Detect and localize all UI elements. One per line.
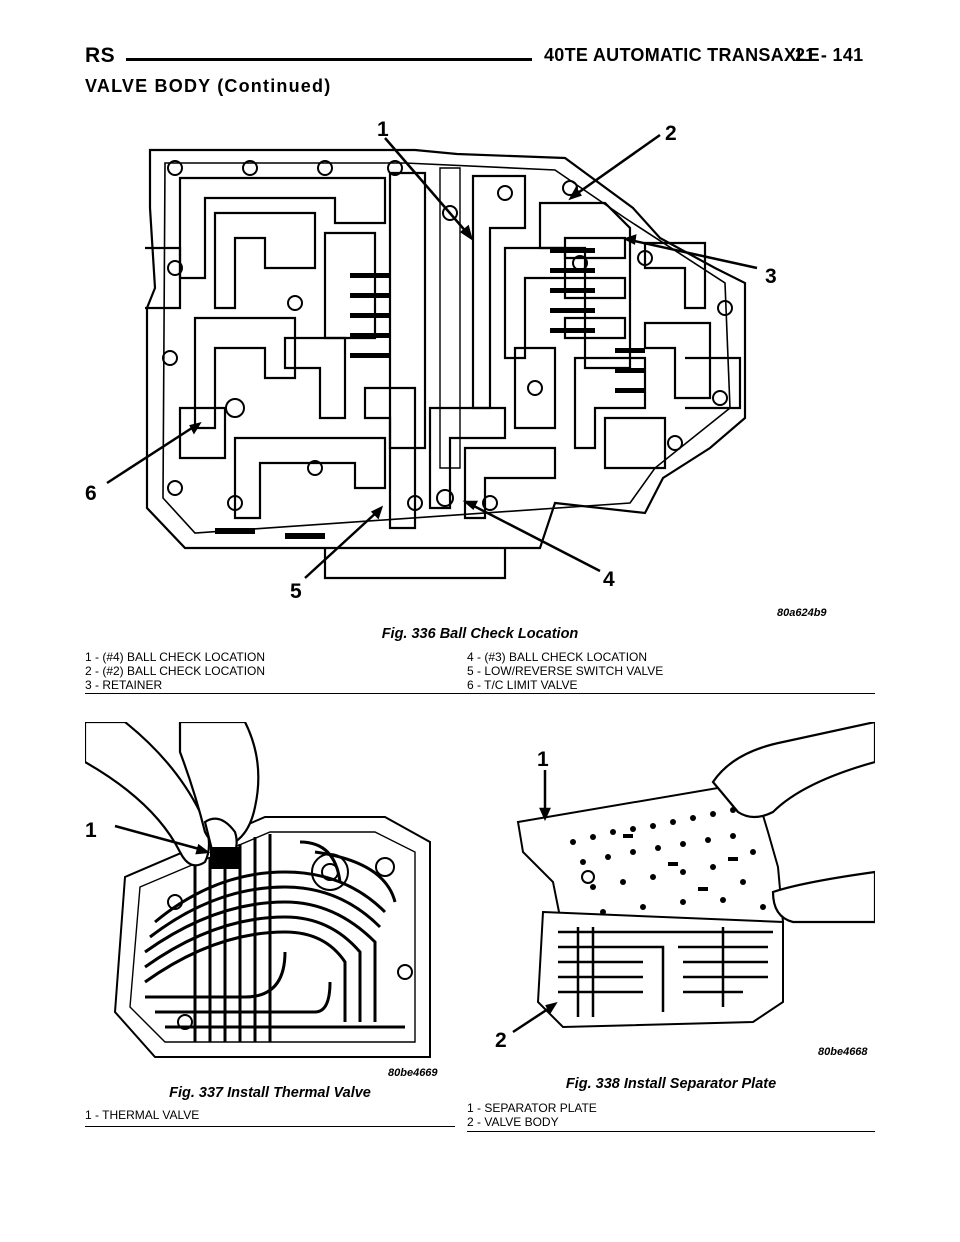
legend-item: 4 - (#3) BALL CHECK LOCATION — [467, 650, 648, 664]
figure-337-caption: Fig. 337 Install Thermal Valve — [169, 1085, 371, 1101]
figure-337-illustration: 1 80be4669 — [85, 722, 455, 1082]
header-rule — [126, 58, 532, 61]
thermal-valve-drawing: 1 80be4669 — [85, 722, 438, 1079]
figure-338-rule — [467, 1131, 875, 1132]
callout-6: 6 — [85, 482, 97, 505]
callout-4: 4 — [603, 568, 615, 591]
callout-2: 2 — [665, 122, 677, 145]
figure-338-illustration: 1 2 80be4668 — [483, 722, 875, 1072]
legend-item: 1 - THERMAL VALVE — [85, 1108, 200, 1122]
figure-336-legend-left: 1 - (#4) BALL CHECK LOCATION 2 - (#2) BA… — [85, 650, 265, 692]
figure-code: 80a624b9 — [777, 607, 827, 619]
callout-3: 3 — [765, 265, 777, 288]
figure-336-illustration: 1 2 3 4 5 6 80a624b9 — [85, 108, 875, 623]
header-page-number: 21 - 141 — [795, 45, 864, 65]
separator-plate-drawing: 1 2 80be4668 — [495, 722, 875, 1058]
callout-1: 1 — [377, 118, 389, 141]
callout-5: 5 — [290, 580, 302, 603]
figure-337-rule — [85, 1126, 455, 1127]
callout-1: 1 — [537, 748, 549, 771]
figure-338-caption: Fig. 338 Install Separator Plate — [565, 1076, 777, 1092]
legend-item: 3 - RETAINER — [85, 678, 163, 692]
legend-item: 2 - VALVE BODY — [467, 1115, 559, 1129]
legend-item: 2 - (#2) BALL CHECK LOCATION — [85, 664, 266, 678]
callout-2: 2 — [495, 1029, 507, 1052]
figure-code: 80be4669 — [388, 1067, 438, 1079]
legend-item: 5 - LOW/REVERSE SWITCH VALVE — [467, 664, 664, 678]
figure-336-rule — [85, 693, 875, 694]
valve-body-drawing: 1 2 3 4 5 6 80a624b9 — [85, 118, 827, 619]
header-section-code: RS — [85, 44, 116, 67]
section-title: VALVE BODY (Continued) — [85, 76, 332, 96]
figure-336-legend-right: 4 - (#3) BALL CHECK LOCATION 5 - LOW/REV… — [467, 650, 663, 692]
callout-1: 1 — [85, 819, 97, 842]
legend-item: 6 - T/C LIMIT VALVE — [467, 678, 578, 692]
legend-item: 1 - (#4) BALL CHECK LOCATION — [85, 650, 266, 664]
figure-338-legend: 1 - SEPARATOR PLATE 2 - VALVE BODY — [467, 1101, 597, 1129]
legend-item: 1 - SEPARATOR PLATE — [467, 1101, 597, 1115]
figure-code: 80be4668 — [818, 1046, 868, 1058]
header-title: 40TE AUTOMATIC TRANSAXLE — [544, 45, 820, 65]
figure-337-legend: 1 - THERMAL VALVE — [85, 1108, 199, 1122]
figure-336-caption: Fig. 336 Ball Check Location — [381, 626, 579, 642]
